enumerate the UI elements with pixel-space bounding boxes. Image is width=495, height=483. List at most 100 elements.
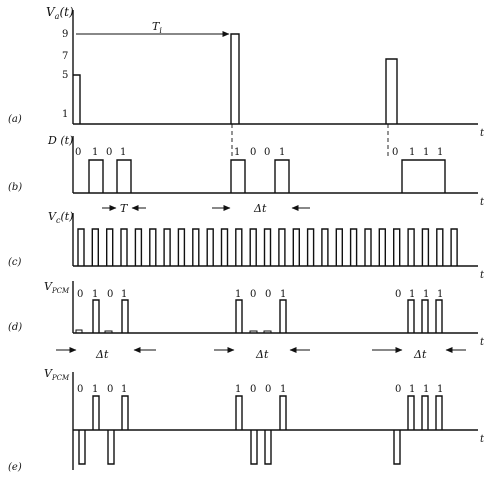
panel-c-clock-pulse <box>378 228 386 266</box>
panel-c-clock-pulses <box>77 228 458 266</box>
panel-e-label: (e) <box>8 462 22 473</box>
panel-c-clock-pulse <box>306 228 315 266</box>
panel-c-clock-pulse <box>364 228 372 266</box>
panel-c-clock-pulse <box>278 228 286 266</box>
panel-c-clock-pulse <box>335 228 343 266</box>
panel-a-tick-1: 1 <box>62 109 68 120</box>
panel-b-bit: 0 <box>75 147 81 158</box>
panel-c-clock-pulse <box>249 228 257 266</box>
panel-c-clock-pulse <box>393 228 401 266</box>
panel-d-bit: 0 <box>77 289 83 300</box>
panel-e-bit: 1 <box>235 384 241 395</box>
panel-c-clock-pulse <box>149 228 157 266</box>
panel-e-positive-pulse <box>421 395 429 430</box>
panel-c-clock-pulse <box>163 228 171 266</box>
panel-d-label: (d) <box>8 322 22 333</box>
panel-e-bit: 1 <box>92 384 98 395</box>
panel-b-ylabel: D (t) <box>47 134 73 147</box>
panel-a-period-label: Ti <box>152 20 162 35</box>
panel-e-positive-pulse <box>279 395 287 430</box>
panel-c-x-label: t <box>480 270 485 281</box>
panel-e: (e) VPCM t 0 1 0 1 1 0 0 1 0 1 1 1 <box>8 367 485 473</box>
panel-e-positive-pulse <box>121 395 129 430</box>
panel-a-pulse-9 <box>230 33 240 124</box>
panel-e-x-label: t <box>480 434 485 445</box>
panel-e-positive-pulse <box>92 395 100 430</box>
panel-a-tick-9: 9 <box>62 29 68 40</box>
panel-c-clock-pulse <box>421 228 430 266</box>
panel-d-x-label: t <box>480 337 485 348</box>
panel-b-bit: 1 <box>423 147 429 158</box>
panel-b-pulse <box>88 159 104 193</box>
panel-b-bit: 0 <box>106 147 112 158</box>
panel-e-positive-pulse <box>407 395 415 430</box>
panel-c-clock-pulse <box>407 228 415 266</box>
panel-d-dt2-label: Δt <box>255 348 269 361</box>
panel-b-label: (b) <box>8 182 22 193</box>
panel-e-bit: 0 <box>265 384 271 395</box>
panel-e-bit: 0 <box>250 384 256 395</box>
panel-c-clock-pulse <box>206 228 214 266</box>
panel-e-bit: 1 <box>409 384 415 395</box>
panel-b-bit: 0 <box>264 147 270 158</box>
panel-b-pulse <box>116 159 132 193</box>
panel-d-bit: 1 <box>121 289 127 300</box>
panel-e-bit: 1 <box>280 384 286 395</box>
panel-a-ylabel: Va(t) <box>46 5 74 21</box>
panel-b-dt-label: Δt <box>253 202 267 215</box>
panel-d-bit: 1 <box>92 289 98 300</box>
panel-d: (d) VPCM t 0 1 0 1 1 0 0 1 0 1 1 1 Δt <box>8 280 485 361</box>
panel-a-tick-7: 7 <box>62 51 68 62</box>
panel-c-label: (c) <box>8 257 22 268</box>
panel-d-pulse <box>279 299 287 333</box>
panel-e-bit: 1 <box>121 384 127 395</box>
panel-d-zero-mark <box>104 330 113 333</box>
panel-c-clock-pulse <box>177 228 186 266</box>
panel-e-negative-pulse <box>393 430 401 465</box>
panel-e-ylabel: VPCM <box>44 367 70 382</box>
panel-e-positive-pulse <box>235 395 243 430</box>
panel-c-clock-pulse <box>263 228 272 266</box>
panel-b-pulse <box>274 159 290 193</box>
panel-c-clock-pulse <box>134 228 143 266</box>
panel-e-bit: 1 <box>423 384 429 395</box>
panel-d-bit: 1 <box>437 289 443 300</box>
panel-c-clock-pulse <box>120 228 128 266</box>
panel-d-bit: 0 <box>265 289 271 300</box>
panel-b: (b) D (t) t 0 1 0 1 1 0 0 1 0 1 1 1 T Δt <box>8 134 485 215</box>
panel-a-pulse-7 <box>385 58 398 124</box>
panel-b-bit: 1 <box>409 147 415 158</box>
panel-e-bit: 1 <box>437 384 443 395</box>
panel-e-bit: 0 <box>395 384 401 395</box>
panel-b-bit: 1 <box>279 147 285 158</box>
panel-d-pulse <box>421 299 429 333</box>
panel-e-negative-pulse <box>250 430 258 465</box>
panel-c-clock-pulse <box>436 228 444 266</box>
panel-d-zero-mark <box>249 330 258 333</box>
panel-d-bit: 0 <box>250 289 256 300</box>
panel-c-clock-pulse <box>450 228 458 266</box>
panel-c-clock-pulse <box>220 228 229 266</box>
panel-c: (c) Vc(t) t <box>8 210 485 281</box>
panel-d-bit: 1 <box>423 289 429 300</box>
panel-e-negative-pulse <box>107 430 115 465</box>
panel-c-clock-pulse <box>77 228 85 266</box>
panel-b-bit: 1 <box>92 147 98 158</box>
panel-d-pulse <box>235 299 243 333</box>
panel-d-pulse <box>435 299 443 333</box>
panel-e-negative-pulse <box>264 430 272 465</box>
panel-e-negative-pulse <box>78 430 86 465</box>
panel-d-dt1-label: Δt <box>95 348 109 361</box>
panel-b-T-label: T <box>120 202 129 215</box>
panel-b-bit: 0 <box>250 147 256 158</box>
panel-d-pulse <box>407 299 415 333</box>
panel-b-pulse <box>230 159 246 193</box>
panel-a: (a) Va(t) t 9 7 5 1 Ti <box>8 5 485 139</box>
panel-c-clock-pulse <box>321 228 329 266</box>
panel-c-ylabel: Vc(t) <box>48 210 73 225</box>
panel-d-bit: 0 <box>395 289 401 300</box>
panel-d-zero-mark <box>263 330 272 333</box>
panel-c-clock-pulse <box>235 228 243 266</box>
panel-b-bit: 1 <box>437 147 443 158</box>
